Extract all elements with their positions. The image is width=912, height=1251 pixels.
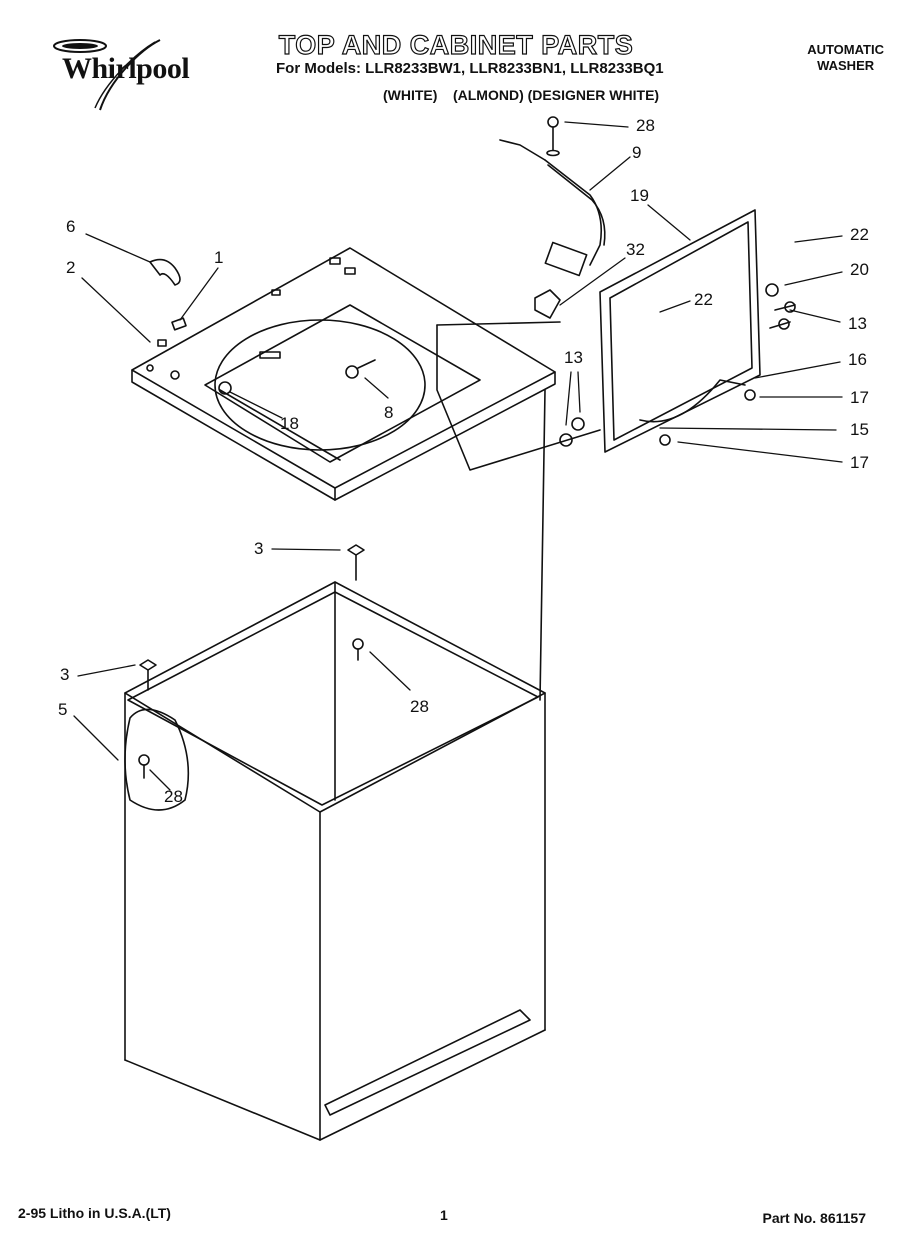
callout-1: 1	[214, 248, 224, 267]
callout-15: 15	[850, 420, 869, 439]
callout-18: 18	[280, 414, 299, 433]
callout-13-right: 13	[848, 314, 867, 333]
alignment-line-2	[436, 321, 561, 326]
bracket-32	[534, 289, 561, 319]
whirlpool-logo	[53, 39, 161, 111]
callout-5: 5	[58, 700, 68, 719]
product-line-2: WASHER	[817, 58, 875, 73]
callout-13-left: 13	[564, 348, 583, 367]
callout-16: 16	[848, 350, 867, 369]
page-title: TOP AND CABINET PARTS	[278, 29, 634, 60]
callout-17-lower: 17	[850, 453, 869, 472]
top-panel	[131, 247, 556, 501]
callout-6: 6	[66, 217, 76, 236]
callout-20: 20	[850, 260, 869, 279]
callout-9: 9	[632, 143, 642, 162]
finish-list: (WHITE) (ALMOND) (DESIGNER WHITE)	[383, 87, 660, 103]
callout-3-lower: 3	[60, 665, 70, 684]
callout-28-inset: 28	[164, 787, 183, 806]
product-label: AUTOMATIC WASHER	[807, 42, 884, 74]
part-number: Part No. 861157	[762, 1210, 866, 1226]
callout-3-upper: 3	[254, 539, 264, 558]
callout-17-upper: 17	[850, 388, 869, 407]
wire-harness	[499, 139, 606, 277]
product-line-1: AUTOMATIC	[807, 42, 884, 57]
callout-8: 8	[384, 403, 394, 422]
callout-28-top: 28	[636, 116, 655, 135]
screws-13	[559, 301, 796, 447]
page-number: 1	[440, 1207, 448, 1223]
screw-top	[546, 116, 560, 157]
cabinet	[124, 581, 546, 1141]
callout-19: 19	[630, 186, 649, 205]
clip-6	[149, 258, 181, 286]
rear-frame	[599, 209, 779, 453]
cabinet-screws	[138, 638, 364, 779]
callout-2: 2	[66, 258, 76, 277]
alignment-line	[539, 389, 546, 701]
callout-32: 32	[626, 240, 645, 259]
clips-3	[139, 544, 365, 691]
callout-22-inner: 22	[694, 290, 713, 309]
litho-note: 2-95 Litho in U.S.A.(LT)	[18, 1205, 171, 1221]
screw-8	[345, 359, 376, 379]
brand-logo-text: Whirlpool	[62, 52, 190, 85]
callout-22-right: 22	[850, 225, 869, 244]
model-list: For Models: LLR8233BW1, LLR8233BN1, LLR8…	[276, 60, 664, 77]
clip-1	[171, 317, 187, 331]
leader-lines	[73, 121, 843, 791]
callout-28-cabinet: 28	[410, 697, 429, 716]
